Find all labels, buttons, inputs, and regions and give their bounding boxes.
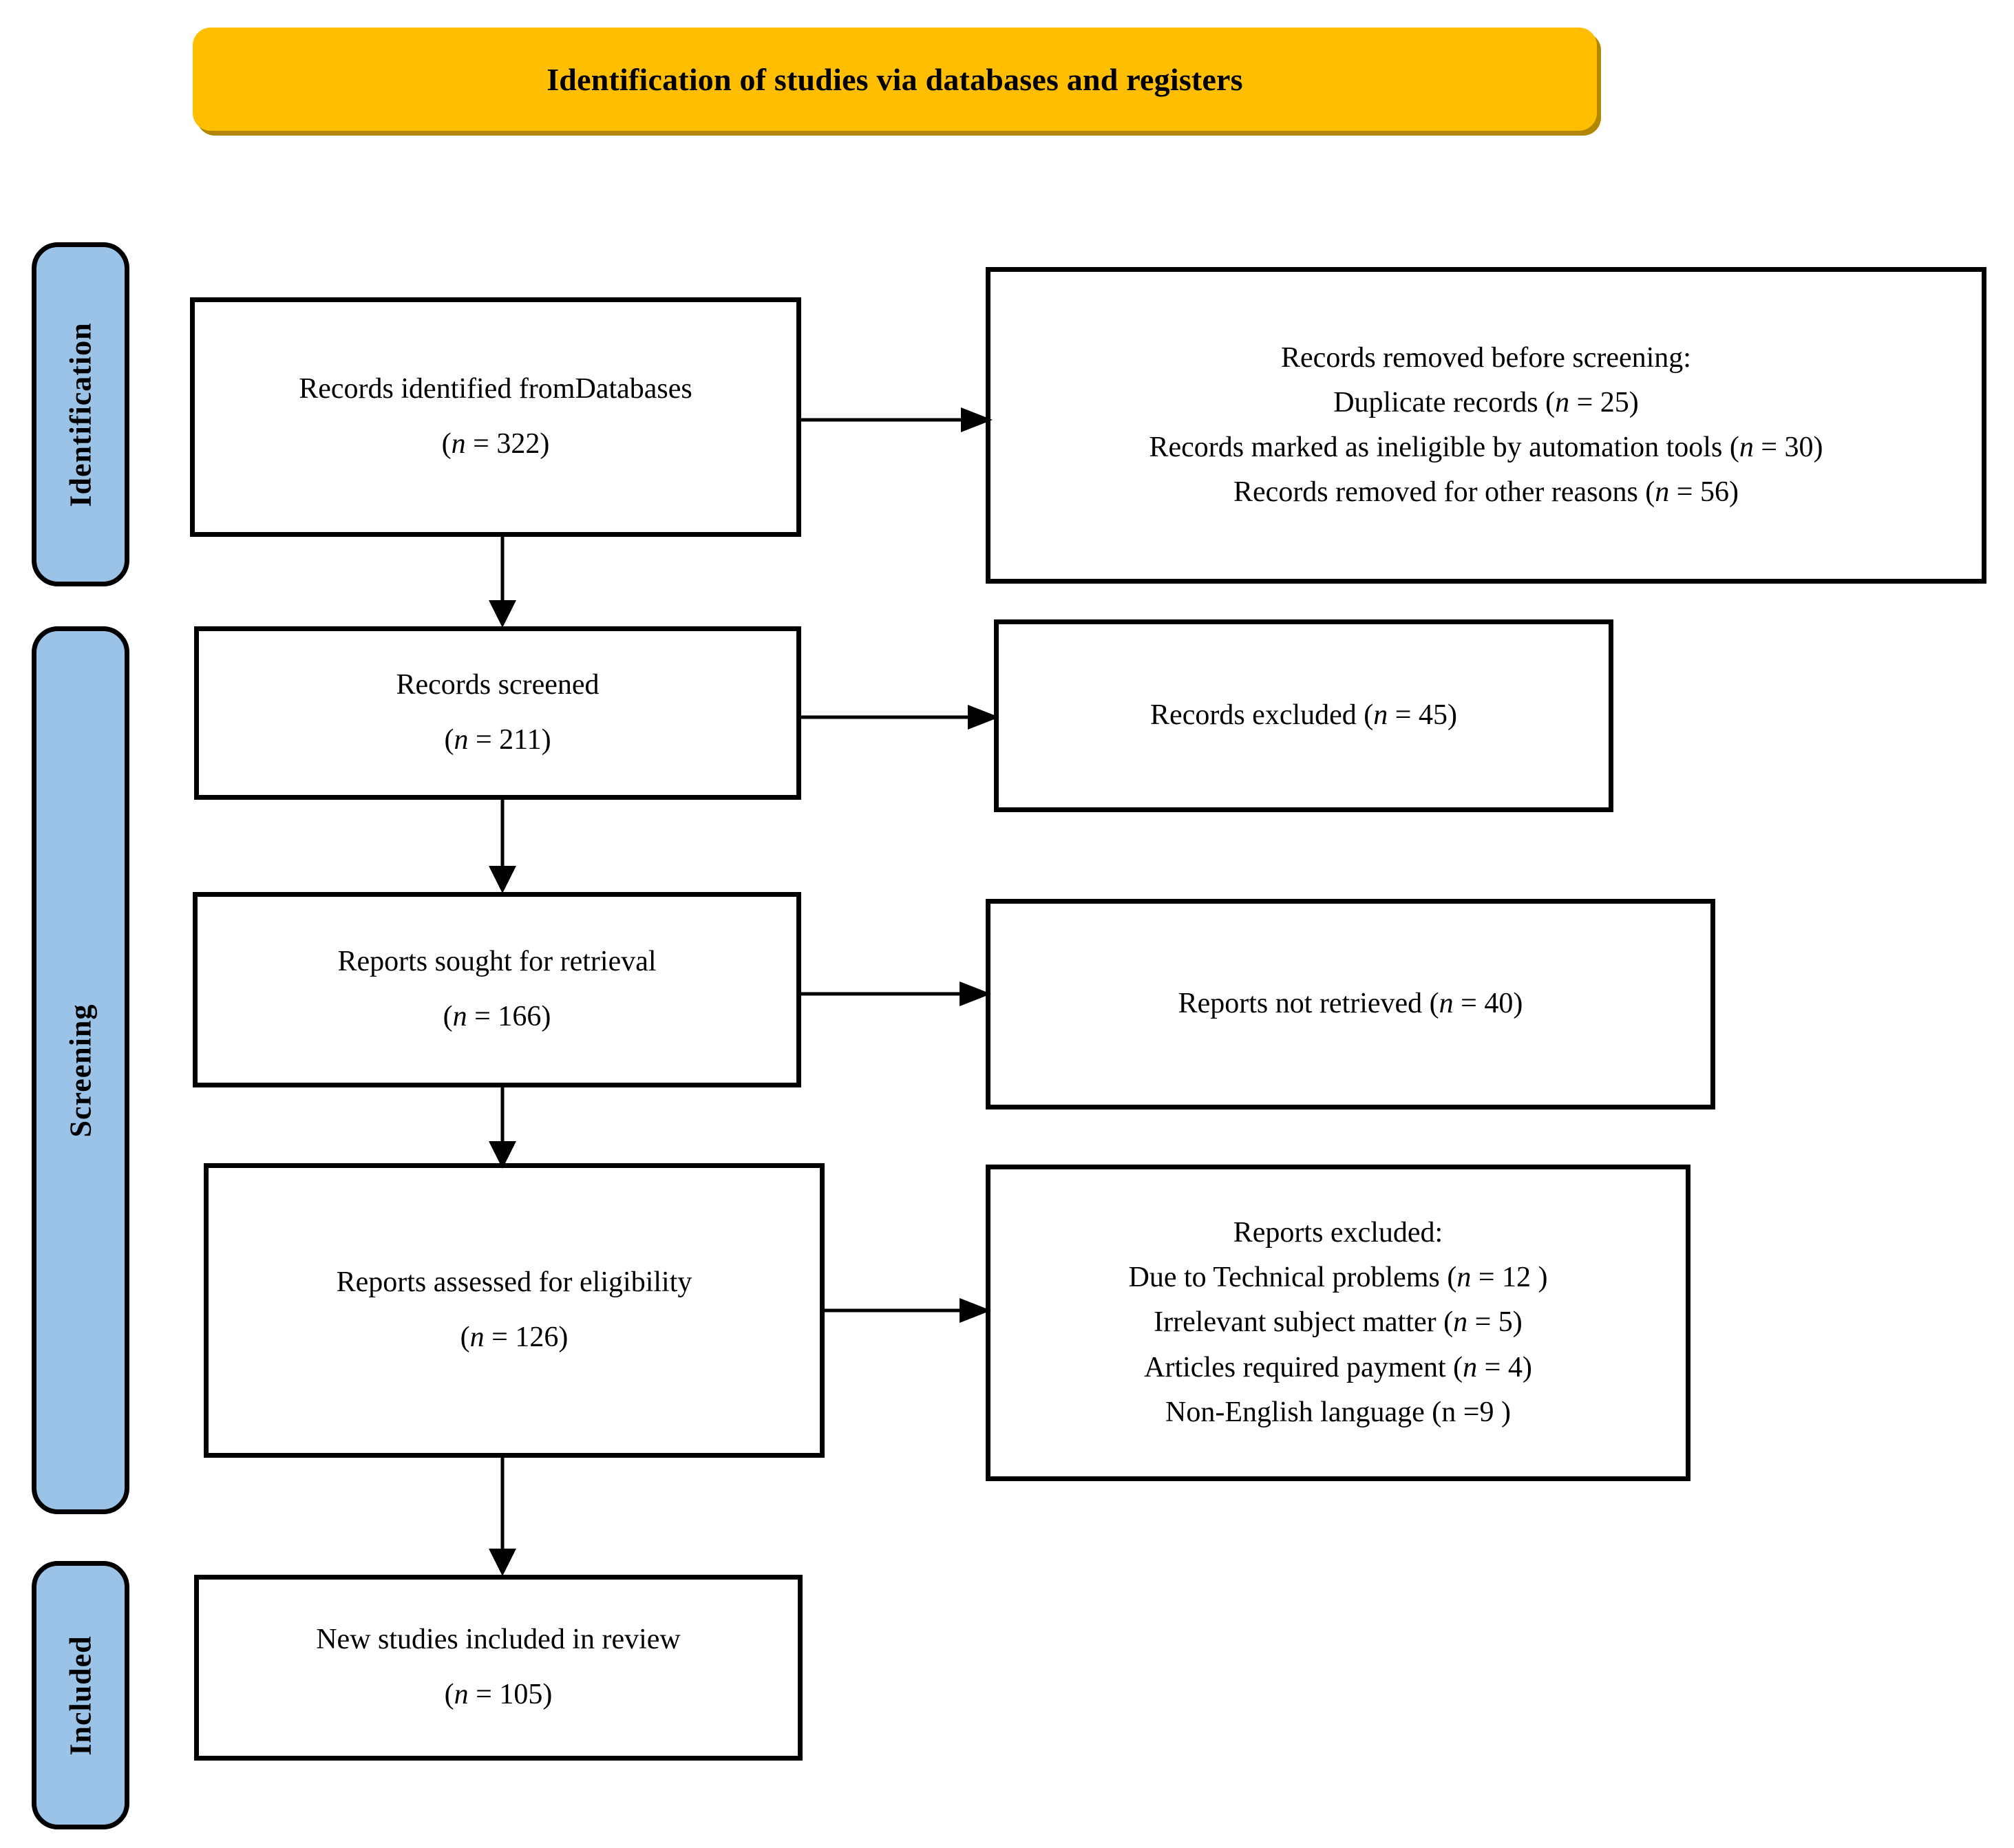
node-reports-sought-count: (n = 166) xyxy=(443,1001,551,1032)
node-reports-not-retrieved-label: Reports not retrieved (n = 40) xyxy=(1178,988,1523,1020)
arrow-sought-to-not-retrieved xyxy=(801,980,993,1008)
node-reports-sought: Reports sought for retrieval (n = 166) xyxy=(193,892,801,1087)
stage-label-identification-text: Identification xyxy=(63,321,98,507)
node-reports-excluded: Reports excluded: Due to Technical probl… xyxy=(986,1165,1690,1481)
node-reports-excluded-technical: Due to Technical problems (n = 12 ) xyxy=(1128,1262,1548,1294)
arrow-screened-to-sought xyxy=(486,798,519,895)
arrow-assessed-to-included xyxy=(486,1456,519,1578)
arrow-identified-to-removed xyxy=(801,406,994,434)
diagram-title-banner: Identification of studies via databases … xyxy=(193,28,1597,131)
stage-label-included: Included xyxy=(32,1561,129,1829)
node-records-removed-heading: Records removed before screening: xyxy=(1281,341,1691,374)
node-records-removed: Records removed before screening: Duplic… xyxy=(986,267,1986,584)
node-reports-assessed-label: Reports assessed for eligibility xyxy=(336,1266,692,1299)
node-records-identified: Records identified fromDatabases (n = 32… xyxy=(190,297,801,537)
node-records-removed-duplicates: Duplicate records (n = 25) xyxy=(1333,386,1639,418)
stage-label-identification: Identification xyxy=(32,242,129,586)
node-records-excluded: Records excluded (n = 45) xyxy=(994,619,1613,812)
page-title: Identification of studies via databases … xyxy=(547,61,1243,97)
node-reports-assessed-count: (n = 126) xyxy=(460,1321,569,1353)
node-new-studies-included-count: (n = 105) xyxy=(444,1679,553,1710)
arrow-screened-to-excluded xyxy=(801,703,1001,731)
node-new-studies-included-label: New studies included in review xyxy=(316,1624,681,1656)
node-reports-excluded-payment: Articles required payment (n = 4) xyxy=(1144,1351,1532,1383)
node-records-screened-label: Records screened xyxy=(396,669,600,701)
node-records-excluded-label: Records excluded (n = 45) xyxy=(1150,699,1457,732)
node-records-screened: Records screened (n = 211) xyxy=(194,626,801,800)
arrow-identified-to-screened xyxy=(486,535,519,629)
node-records-identified-label: Records identified fromDatabases xyxy=(299,373,692,405)
node-records-screened-count: (n = 211) xyxy=(444,724,551,756)
node-reports-excluded-language: Non-English language (n =9 ) xyxy=(1165,1396,1511,1428)
stage-label-screening: Screening xyxy=(32,626,129,1514)
node-reports-not-retrieved: Reports not retrieved (n = 40) xyxy=(986,899,1715,1109)
node-reports-excluded-irrelevant: Irrelevant subject matter (n = 5) xyxy=(1154,1306,1523,1339)
node-new-studies-included: New studies included in review (n = 105) xyxy=(194,1575,803,1761)
node-reports-excluded-heading: Reports excluded: xyxy=(1233,1217,1443,1249)
stage-label-screening-text: Screening xyxy=(63,1003,98,1137)
arrow-sought-to-assessed xyxy=(486,1086,519,1170)
arrow-assessed-to-reports-excluded xyxy=(825,1297,993,1324)
node-reports-sought-label: Reports sought for retrieval xyxy=(337,946,657,978)
node-records-removed-automation: Records marked as ineligible by automati… xyxy=(1149,432,1823,463)
node-records-identified-count: (n = 322) xyxy=(441,428,550,460)
node-reports-assessed: Reports assessed for eligibility (n = 12… xyxy=(204,1163,825,1458)
node-records-removed-other: Records removed for other reasons (n = 5… xyxy=(1233,476,1739,509)
stage-label-included-text: Included xyxy=(63,1635,98,1756)
